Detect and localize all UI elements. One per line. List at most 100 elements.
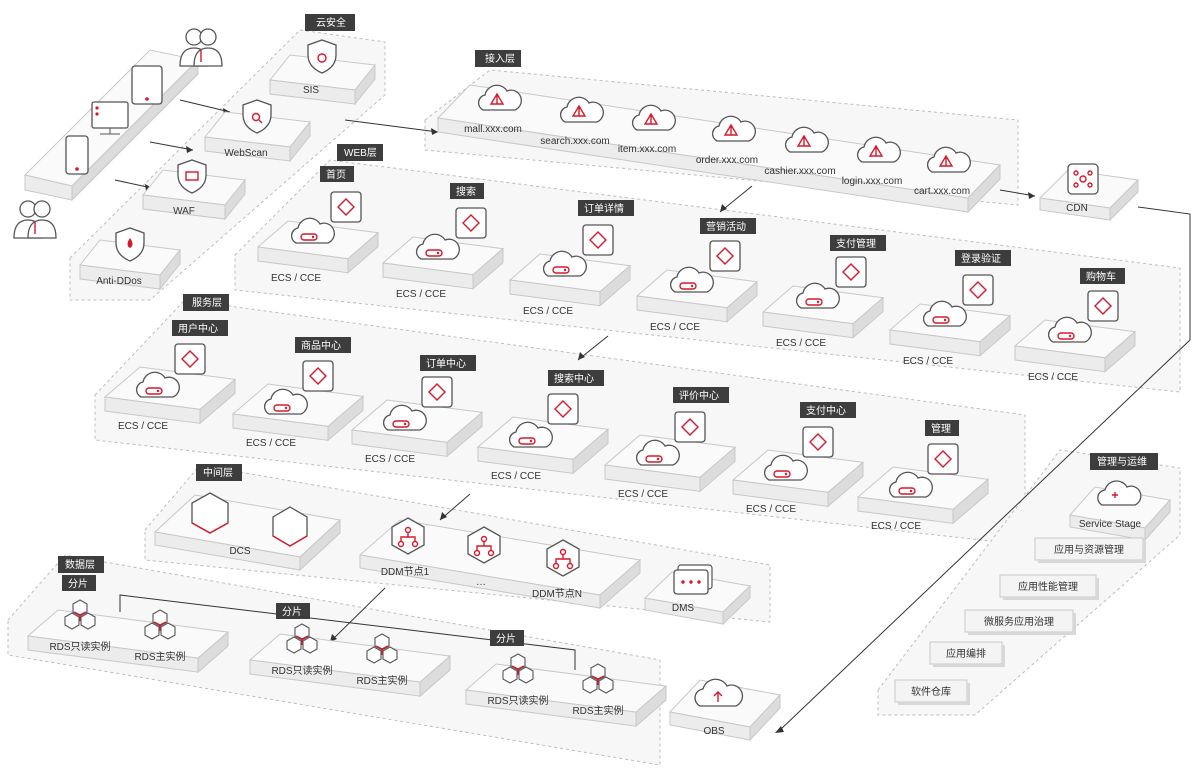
sis-node[interactable]: SIS: [269, 39, 376, 106]
ops-item[interactable]: 软件仓库: [894, 679, 970, 705]
service-module-tag: [925, 420, 959, 436]
domain-item[interactable]: order.xxx.com: [696, 115, 758, 166]
tablet-icon: [131, 65, 163, 105]
rds-readonly-label: RDS只读实例: [487, 694, 548, 707]
server-cloud-icon: [542, 250, 587, 277]
dms-label: DMS: [672, 603, 695, 614]
monitor-icon: [91, 101, 129, 135]
domain-item[interactable]: cart.xxx.com: [914, 146, 971, 197]
service-node-label: ECS / CCE: [118, 421, 168, 432]
obs-node[interactable]: OBS: [669, 678, 781, 742]
service-node-label: ECS / CCE: [491, 471, 541, 482]
web-module-tag-label: 购物车: [1086, 270, 1116, 283]
shard-tag: [490, 630, 524, 646]
web-node-label: ECS / CCE: [523, 306, 573, 317]
rds-primary-label: RDS主实例: [572, 704, 623, 717]
ops-item[interactable]: 应用编排: [929, 641, 1005, 667]
cloud-security: 云安全: [13, 14, 376, 291]
dcs-node[interactable]: DCS: [153, 492, 342, 572]
domain-label: search.xxx.com: [540, 136, 609, 147]
domain-item[interactable]: mall.xxx.com: [464, 84, 522, 135]
web-module-tag-label: 营销活动: [706, 220, 746, 233]
domain-item[interactable]: search.xxx.com: [540, 96, 610, 147]
service-layer-tag-label: 服务层: [192, 296, 222, 309]
service-module-tag-label: 用户中心: [178, 322, 218, 335]
web-module-tag-label: 支付管理: [836, 237, 876, 250]
web-module-tag-label: 首页: [326, 168, 346, 181]
server-cloud-icon: [635, 439, 680, 466]
service-stage-node[interactable]: Service Stage: [1069, 480, 1171, 542]
ops-item[interactable]: 应用与资源管理: [1034, 537, 1146, 563]
domain-label: login.xxx.com: [842, 176, 903, 187]
service-module-tag-label: 订单中心: [426, 357, 466, 370]
domain-item[interactable]: cashier.xxx.com: [764, 126, 836, 177]
rds-readonly-icon: [64, 599, 96, 630]
waf-node[interactable]: WAF: [142, 159, 246, 221]
ops: 管理与运维 Service Stage 应用与资源管理应用性能管理微服务应用治理…: [894, 453, 1171, 705]
ddm-tree-icon-3: [546, 539, 580, 577]
shard-tag-label: 分片: [68, 577, 88, 590]
shard-group[interactable]: 分片 RDS只读实例 RDS主实例: [464, 630, 668, 728]
connectors: [114, 99, 1191, 733]
service-chip-icon: [330, 191, 362, 223]
rds-readonly-label: RDS只读实例: [49, 640, 110, 653]
service-node[interactable]: 订单中心 ECS / CCE: [350, 355, 484, 465]
rds-primary-label: RDS主实例: [356, 674, 407, 687]
web-layer-tag-label: WEB层: [344, 147, 377, 159]
domain-item[interactable]: item.xxx.com: [618, 104, 676, 155]
ops-item[interactable]: 微服务应用治理: [964, 609, 1076, 635]
webscan-node[interactable]: WebScan: [204, 99, 311, 163]
web-module-tag: [955, 250, 1011, 266]
anti-ddos-node[interactable]: Anti-DDos: [79, 227, 181, 291]
service-module-tag-label: 管理: [931, 422, 951, 435]
web-module-tag: [578, 200, 634, 216]
service-node[interactable]: 用户中心 ECS / CCE: [103, 320, 237, 432]
web-module-tag: [830, 235, 886, 251]
domain-item[interactable]: login.xxx.com: [842, 136, 903, 187]
ddm-node[interactable]: DDM节点1 … DDM节点N: [358, 517, 642, 610]
service-chip-icon: [547, 393, 579, 425]
rds-readonly-icon: [502, 653, 534, 684]
server-cloud-icon: [415, 233, 460, 260]
server-cloud-icon: [135, 371, 180, 398]
shard-tag-label: 分片: [496, 632, 516, 645]
cloud-icon: [1097, 480, 1142, 506]
server-cloud-icon: [508, 421, 553, 448]
dms-node[interactable]: DMS: [643, 564, 752, 626]
service-module-tag: [548, 370, 604, 386]
ddm-last-label: DDM节点N: [532, 588, 582, 600]
web-node[interactable]: 购物车 ECS / CCE: [1013, 268, 1137, 383]
server-cloud-icon: [669, 266, 714, 293]
server-cloud-icon: [1047, 316, 1092, 343]
service-chip-icon: [455, 207, 487, 239]
cdn-icon: [1067, 163, 1099, 195]
domain-label: cashier.xxx.com: [764, 166, 835, 177]
domain-label: cart.xxx.com: [914, 186, 970, 197]
ops-item-label: 应用性能管理: [1018, 580, 1078, 593]
ops-item[interactable]: 应用性能管理: [999, 574, 1099, 600]
service-module-tag: [172, 320, 228, 336]
cdn-node[interactable]: CDN: [1038, 163, 1140, 222]
service-node-label: ECS / CCE: [246, 438, 296, 449]
domain-list: mall.xxx.com search.xxx.com item.xxx.com or…: [464, 84, 971, 197]
web-node-label: ECS / CCE: [1028, 372, 1078, 383]
service-node-label: ECS / CCE: [365, 454, 415, 465]
anti-ddos-label: Anti-DDos: [96, 276, 142, 287]
web-node-label: ECS / CCE: [396, 289, 446, 300]
client-devices-slab: [24, 49, 200, 202]
server-cloud-icon: [290, 217, 335, 244]
cdn-label: CDN: [1066, 203, 1088, 214]
